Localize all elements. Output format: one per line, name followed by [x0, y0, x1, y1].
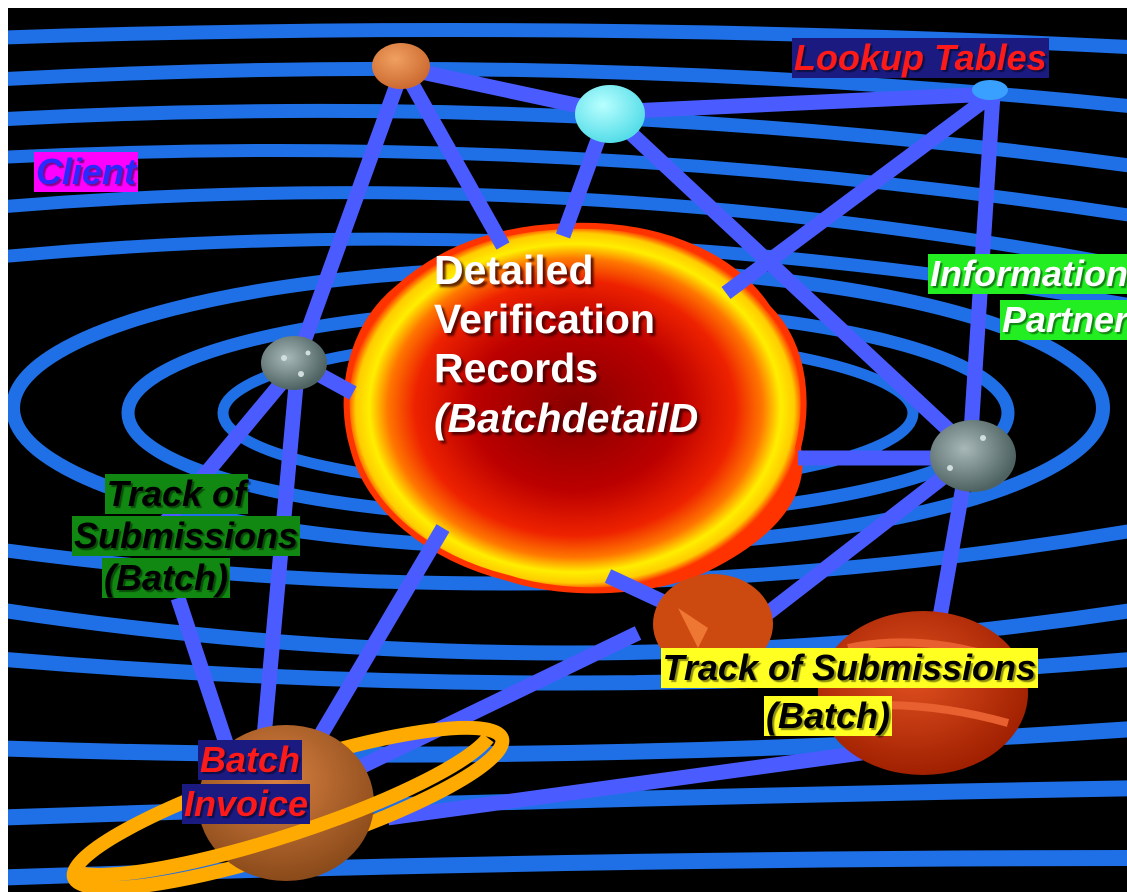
- solar-system-diagram: Lookup Tables Client Detailed Verificati…: [8, 8, 1127, 892]
- central-line: Verification: [434, 296, 656, 343]
- orbit-band: [8, 144, 1127, 222]
- track-of-submissions-right-label: Track of Submissions (Batch): [660, 647, 1038, 736]
- client-label: Client: [34, 151, 139, 192]
- connector-line: [763, 452, 973, 619]
- central-line: Records: [434, 345, 599, 392]
- connector-line: [607, 86, 994, 120]
- lookup-tables-label: Lookup Tables: [792, 37, 1049, 78]
- grey-moon-icon: [930, 420, 1016, 492]
- connector-line: [602, 106, 974, 454]
- grey-moon-icon: [261, 336, 327, 390]
- connector-line: [306, 524, 450, 752]
- diagram-canvas: [8, 23, 1127, 892]
- orange-planet-icon: [372, 43, 430, 89]
- connector-line: [396, 64, 510, 250]
- detailed-verification-records-label: Detailed Verification Records (Batchdeta…: [434, 246, 698, 443]
- orbit-band: [8, 103, 1127, 173]
- cyan-planet-icon: [575, 85, 645, 143]
- batch-invoice-label: Batch Invoice: [181, 739, 310, 824]
- information-partner-label: Information Partner: [898, 254, 1127, 346]
- sun-icon: [343, 222, 807, 594]
- central-line: Detailed: [434, 247, 594, 293]
- small-blue-planet-icon: [972, 80, 1008, 100]
- track-of-submissions-left-label: Track of Submissions (Batch): [71, 473, 300, 598]
- connector-line: [386, 740, 900, 826]
- connector-line: [721, 87, 998, 300]
- connector-line: [344, 626, 642, 780]
- connector-line: [401, 60, 610, 120]
- central-line: (BatchdetailD: [434, 394, 699, 441]
- connector-line: [170, 595, 234, 746]
- connector-line: [290, 65, 411, 361]
